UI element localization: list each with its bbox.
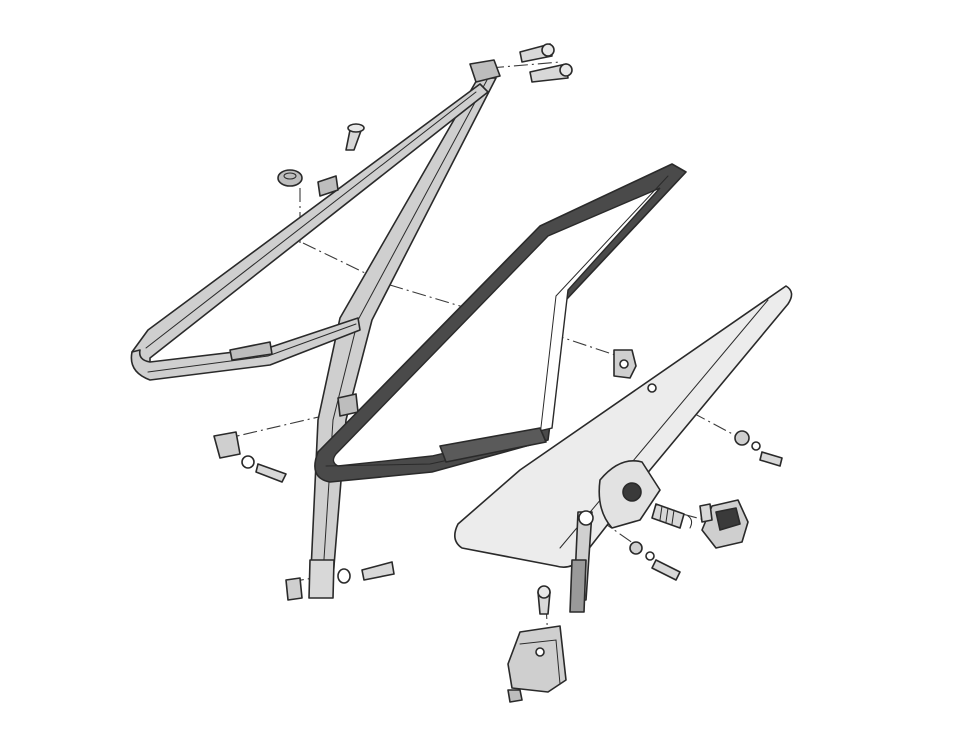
rivet-icon [345, 123, 365, 151]
outer-frame [130, 59, 501, 599]
rubber-seal [314, 163, 687, 483]
pivot-rod [569, 510, 594, 613]
nut-icon [613, 349, 637, 379]
screw-icon [629, 541, 681, 581]
screw-icon [529, 63, 573, 83]
vent-glass [454, 285, 793, 568]
grommet-icon [277, 169, 303, 187]
fasteners [213, 43, 783, 615]
screw-icon [734, 430, 783, 467]
screw-icon [285, 561, 395, 601]
spring-icon [651, 503, 693, 529]
vent-latch-handle [699, 499, 749, 549]
screw-icon [213, 431, 287, 483]
lower-pivot-bracket [507, 625, 567, 703]
screw-icon [537, 585, 551, 615]
screw-icon [519, 43, 555, 63]
